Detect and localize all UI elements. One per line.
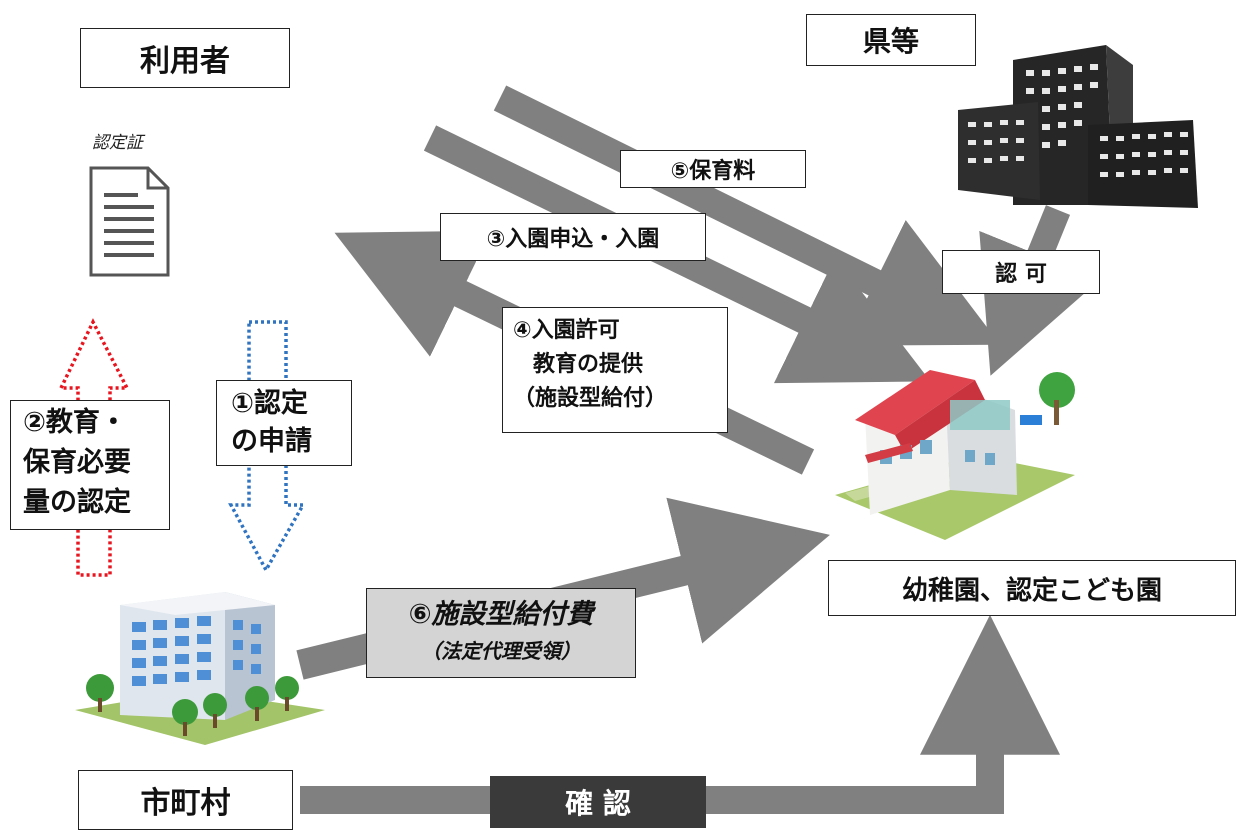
step2-line2: 保育必要 — [23, 447, 131, 478]
certificate-label: 認定証 — [92, 133, 143, 153]
step2-label: ②教育・ 保育必要 量の認定 — [10, 400, 170, 530]
step1-line2: の申請 — [231, 426, 312, 457]
step6-line1: ⑥施設型給付費 — [408, 599, 594, 630]
confirm-label: 確 認 — [490, 776, 706, 828]
step2-line3: 量の認定 — [23, 487, 131, 518]
kindergarten-house-icon — [835, 370, 1075, 540]
step6-label: ⑥施設型給付費 （法定代理受領） — [366, 588, 636, 678]
kindergarten-node: 幼稚園、認定こども園 — [828, 560, 1236, 616]
step4-line3: （施設型給付） — [513, 386, 668, 411]
step4-line2: 教育の提供 — [533, 352, 644, 377]
step2-line1: ②教育・ — [23, 407, 127, 438]
municipality-building-icon — [75, 592, 325, 745]
step4-line1: ④入園許可 — [513, 318, 620, 343]
step1-label: ①認定 の申請 — [216, 380, 352, 466]
approval-label: 認 可 — [942, 250, 1100, 294]
step5-label: ⑤保育料 — [620, 150, 806, 188]
step6-line2: （法定代理受領） — [421, 639, 581, 663]
prefecture-node: 県等 — [806, 14, 976, 66]
dotted-arrow-step1 — [228, 320, 307, 574]
prefecture-building-icon — [958, 45, 1198, 208]
step1-line1: ①認定 — [231, 388, 308, 419]
municipality-node: 市町村 — [78, 770, 293, 830]
step4-label: ④入園許可 教育の提供 （施設型給付） — [502, 307, 728, 433]
step3-label: ③入園申込・入園 — [440, 213, 706, 261]
user-node: 利用者 — [80, 28, 290, 88]
document-icon — [89, 166, 170, 277]
